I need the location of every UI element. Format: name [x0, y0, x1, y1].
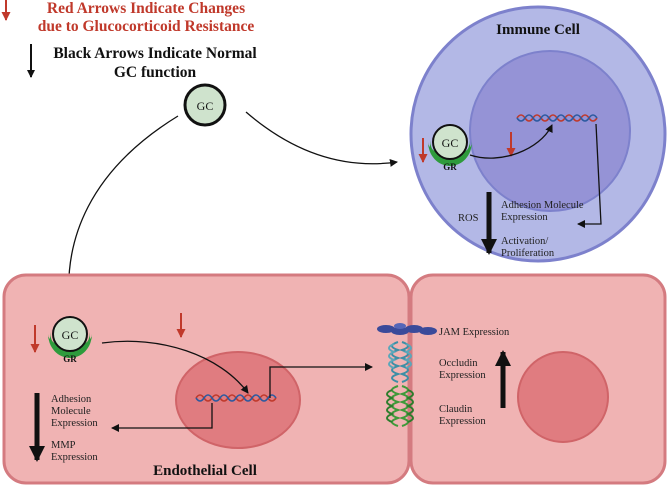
endothelial-adhesion-line2: Molecule [51, 406, 91, 417]
endothelial-mmp-line2: Expression [51, 452, 98, 463]
endothelial-gc-to-dna-arrow [101, 340, 249, 394]
immune-ros-label: ROS [458, 213, 479, 224]
occludin-line1: Occludin [439, 358, 478, 369]
immune-gc-gr-complex: GC GR [428, 124, 472, 172]
endothelial-adhesion-line3: Expression [51, 418, 98, 429]
jam-protein-icon [377, 323, 437, 335]
endothelial-gc-molecule [52, 316, 88, 352]
immune-adhesion-line1: Adhesion Molecule [501, 200, 584, 211]
legend-red-line1: Red Arrows Indicate Changes [47, 0, 245, 17]
endothelial-dna-to-junction-arrow [269, 363, 373, 398]
endothelial-gc-label: GC [62, 328, 79, 342]
immune-cell-title: Immune Cell [496, 22, 580, 38]
occludin-line2: Expression [439, 370, 486, 381]
claudin-line2: Expression [439, 416, 486, 427]
endothelial-adhesion-line1: Adhesion [51, 394, 92, 405]
immune-adhesion-line2: Expression [501, 212, 548, 223]
endothelial-gc-gr-complex: GC GR [48, 316, 92, 364]
jam-label: JAM Expression [439, 327, 510, 338]
occludin-protein-icon [388, 341, 412, 383]
endothelial-cell-title: Endothelial Cell [153, 463, 257, 479]
immune-gc-to-dna-arrow [469, 124, 553, 159]
immune-activation-line1: Activation/ [501, 236, 548, 247]
immune-dna-to-adhesion-arrow [577, 123, 602, 228]
immune-cell-nucleus [469, 50, 631, 212]
immune-dna-icon [516, 114, 598, 122]
legend-black-line1: Black Arrows Indicate Normal [53, 45, 257, 62]
endothelial-gr-label: GR [63, 354, 77, 364]
endothelial-mmp-line1: MMP [51, 440, 76, 451]
immune-gr-label: GR [443, 162, 457, 172]
endothelial-dna-icon [195, 394, 277, 402]
immune-gc-molecule [432, 124, 468, 160]
claudin-line1: Claudin [439, 404, 473, 415]
immune-activation-line2: Proliferation [501, 248, 555, 259]
claudin-protein-icon [386, 385, 414, 427]
free-gc-molecule [183, 83, 227, 127]
free-gc-label: GC [197, 99, 214, 113]
endothelial-dna-to-adhesion-arrow [111, 403, 213, 432]
legend-red-line2: due to Glucocorticoid Resistance [38, 18, 255, 35]
gc-to-immune-arrow [245, 111, 398, 167]
immune-gc-label: GC [442, 136, 459, 150]
endothelial-nucleus-right [517, 351, 609, 443]
legend-black-line2: GC function [114, 64, 197, 81]
